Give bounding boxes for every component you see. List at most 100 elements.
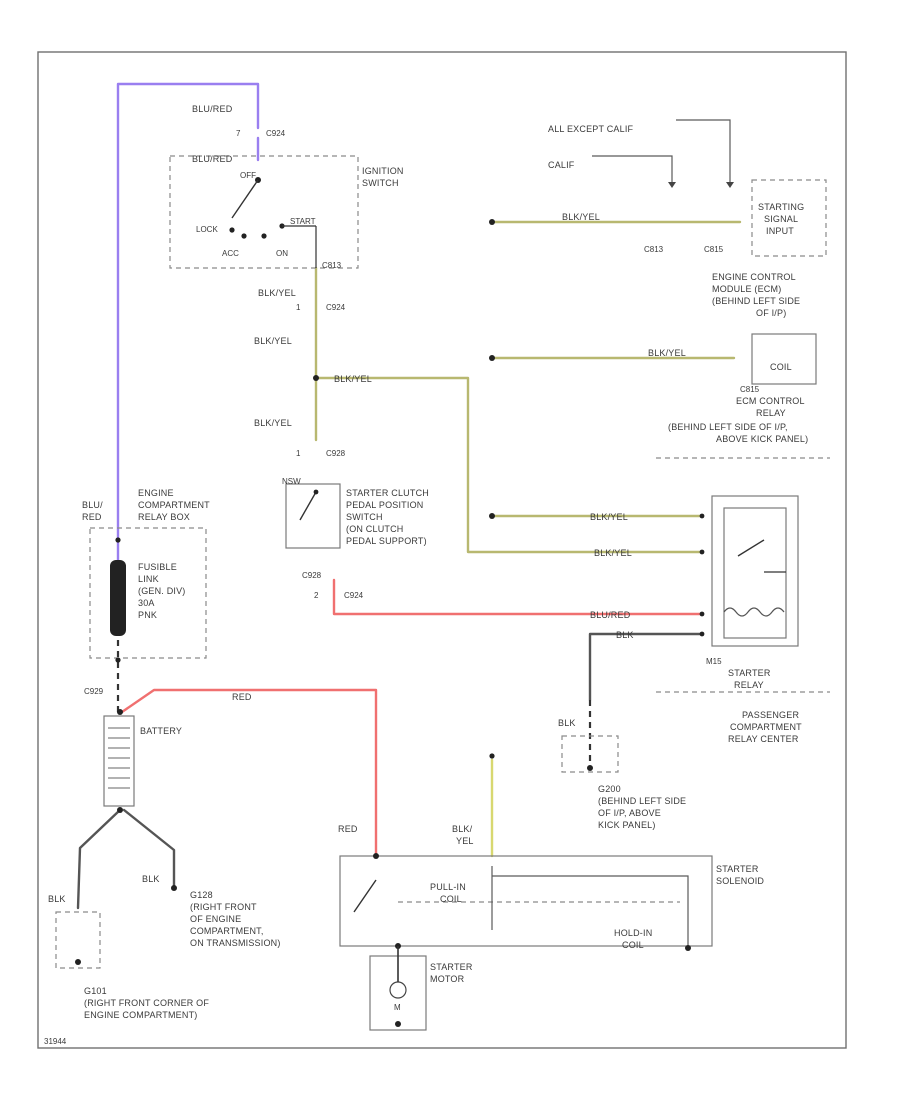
fusible-top-dot: [115, 537, 121, 543]
g200-line-1: (BEHIND LEFT SIDE: [598, 796, 686, 806]
ecm-relay-box: [751, 333, 817, 385]
conn-c813: C813: [322, 261, 342, 270]
ecm-relay-coil: COIL: [770, 362, 792, 372]
label-red-fl: RED: [82, 512, 102, 522]
ecm-line-2: MODULE (ECM): [712, 284, 781, 294]
conn-c928: C928: [326, 449, 346, 458]
conn-c924-c: C924: [344, 591, 364, 600]
ignition-start: START: [290, 217, 316, 226]
motor-bottom-terminal: [395, 1021, 401, 1027]
clutch-switch-contact: [313, 489, 319, 495]
label-red-starter: RED: [338, 824, 358, 834]
label-blu-red-top: BLU/RED: [192, 104, 233, 114]
conn-c815-relay: C815: [740, 385, 760, 394]
label-blu-red-relay: BLU/RED: [590, 610, 631, 620]
clutch-line-3: SWITCH: [346, 512, 383, 522]
label-blk-yel-2: BLK/YEL: [254, 336, 292, 346]
label-blu-red-switch: BLU/RED: [192, 154, 233, 164]
pass-relay-line-2: COMPARTMENT: [730, 722, 802, 732]
wire-red-battery: [120, 688, 378, 858]
battery-case: [103, 715, 135, 807]
ignition-lock-contact: [229, 227, 235, 233]
ignition-title-1: IGNITION: [362, 166, 404, 176]
solenoid-contact: [353, 879, 377, 913]
engine-relay-box: [89, 527, 207, 659]
wire-blk-battery-g128: [122, 808, 176, 890]
ecm-input-2: SIGNAL: [764, 214, 798, 224]
label-red-battery: RED: [232, 692, 252, 702]
clutch-line-2: PEDAL POSITION: [346, 500, 424, 510]
hold-in-line-1: HOLD-IN: [614, 928, 652, 938]
g128-name: G128: [190, 890, 213, 900]
splice-blk-yel: [313, 375, 319, 381]
wire-blk-battery-g101: [76, 808, 122, 910]
ecm-calif: CALIF: [548, 160, 575, 170]
label-blk-yel-4: BLK/YEL: [254, 418, 292, 428]
conn-c924-a: C924: [266, 129, 286, 138]
ecm-arrow-1: [668, 182, 676, 188]
wire-blk-yel-splice: [314, 376, 704, 554]
starter-relay-pin-3: [699, 611, 705, 617]
fusible-line-5: PNK: [138, 610, 157, 620]
g200-line-2: OF I/P, ABOVE: [598, 808, 661, 818]
ecm-relay-wire-end: [489, 355, 495, 361]
g101-ground-box: [55, 911, 101, 969]
ecm-arrow-2: [726, 182, 734, 188]
clutch-pin: NSW: [282, 477, 301, 486]
pin-7: 7: [236, 129, 241, 138]
ignition-switch-blade: [231, 179, 259, 219]
fusible-line-2: LINK: [138, 574, 159, 584]
ignition-acc: ACC: [222, 249, 239, 258]
solenoid-line-1: STARTER: [716, 864, 759, 874]
clutch-line-5: PEDAL SUPPORT): [346, 536, 427, 546]
ignition-title-2: SWITCH: [362, 178, 399, 188]
starter-motor-symbol: [389, 981, 407, 999]
wire-blu-red-relay: [332, 578, 704, 616]
g101-ground-point: [75, 959, 81, 965]
pull-in-line-1: PULL-IN: [430, 882, 466, 892]
pass-relay-line-1: PASSENGER: [742, 710, 799, 720]
conn-c929: C929: [84, 687, 104, 696]
g128-line-1: (RIGHT FRONT: [190, 902, 257, 912]
ignition-acc-contact: [241, 233, 247, 239]
label-blk-yel-7: BLK/YEL: [590, 512, 628, 522]
conn-c924-b: C924: [326, 303, 346, 312]
wire-blk-relay-ground: [588, 632, 704, 702]
ecm-line-1: ENGINE CONTROL: [712, 272, 796, 282]
ecm-input-3: INPUT: [766, 226, 794, 236]
ecm-input-1: STARTING: [758, 202, 804, 212]
ecm-all-except-line: [676, 119, 731, 182]
fusible-line-4: 30A: [138, 598, 155, 608]
engine-relay-line-1: ENGINE: [138, 488, 174, 498]
pin-1: 1: [296, 303, 301, 312]
battery-positive-terminal: [117, 709, 123, 715]
label-blk-g200: BLK: [558, 718, 576, 728]
starter-relay-line-2: RELAY: [734, 680, 764, 690]
ecm-all-except: ALL EXCEPT CALIF: [548, 124, 634, 134]
engine-relay-line-2: COMPARTMENT: [138, 500, 210, 510]
conn-c815-ecm: C815: [704, 245, 724, 254]
ecm-relay-line-3: (BEHIND LEFT SIDE OF I/P,: [668, 422, 788, 432]
solenoid-input-terminal: [373, 853, 379, 859]
g128-ground-point: [171, 885, 177, 891]
conn-c813-ecm: C813: [644, 245, 664, 254]
label-blk-relay: BLK: [616, 630, 634, 640]
clutch-switch-box: [285, 483, 341, 549]
label-blu-fl: BLU/: [82, 500, 103, 510]
starter-relay-box: [711, 495, 799, 647]
ecm-calif-line: [592, 155, 673, 182]
diagram-frame: [37, 51, 847, 1049]
starter-relay-pin-2: [699, 549, 705, 555]
hold-in-line-2: COIL: [622, 940, 644, 950]
label-blk-yel-1: BLK/YEL: [258, 288, 296, 298]
label-blk-yel-3: BLK/YEL: [334, 374, 372, 384]
conn-c928-b: C928: [302, 571, 322, 580]
starter-relay-pin: M15: [706, 657, 722, 666]
g128-line-2: OF ENGINE: [190, 914, 241, 924]
g101-line-1: (RIGHT FRONT CORNER OF: [84, 998, 209, 1008]
ecm-relay-line-1: ECM CONTROL: [736, 396, 805, 406]
ignition-switch-box: [169, 155, 359, 269]
pull-in-line-2: COIL: [440, 894, 462, 904]
ecm-relay-line-4: ABOVE KICK PANEL): [716, 434, 808, 444]
